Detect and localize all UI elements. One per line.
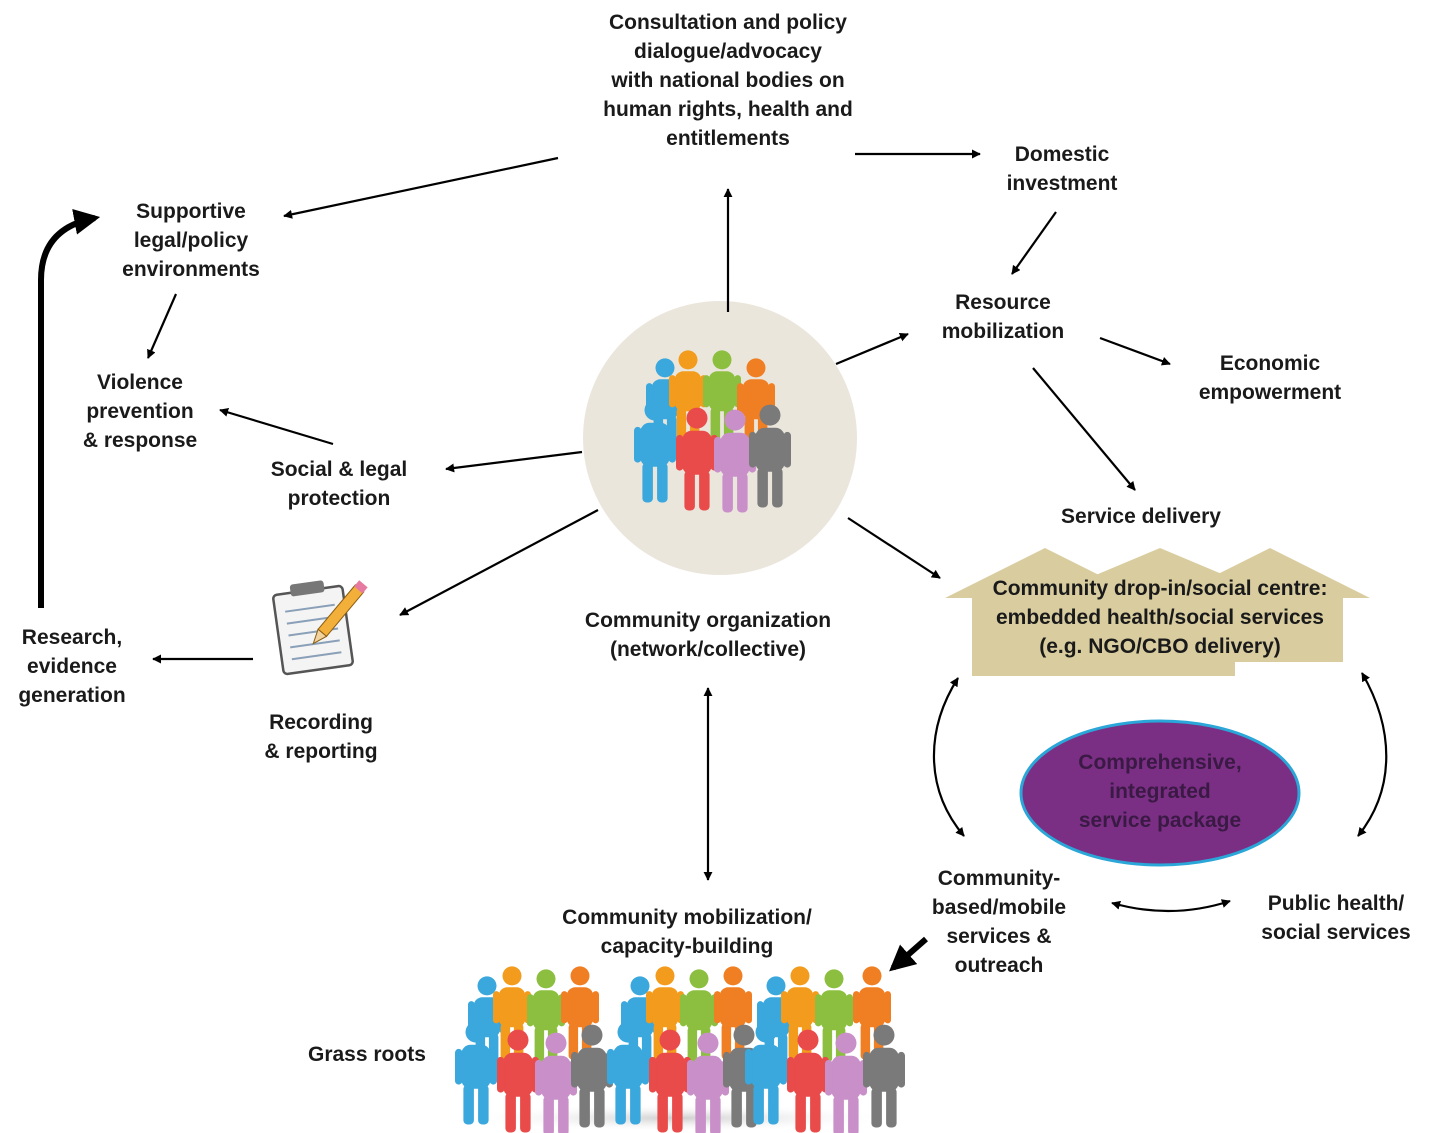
arrow-consultation-to-supportive [283, 156, 559, 219]
community-organization-label: Community organization (network/collecti… [584, 609, 832, 661]
service-package-label: Comprehensive, integrated service packag… [1078, 751, 1242, 832]
crowd-icon [453, 966, 905, 1133]
arrow-community-services-to-grassroots [889, 936, 928, 972]
arrow-social-to-violence [219, 408, 334, 446]
community-based-services-label: Community- based/mobile services & outre… [931, 867, 1067, 977]
arrow-org-to-resource [835, 332, 909, 366]
service-package-ellipse [1019, 719, 1301, 867]
domestic-investment-label: Domestic investment [1006, 143, 1118, 195]
public-health-label: Public health/ social services [1261, 892, 1411, 944]
research-label: Research, evidence generation [18, 626, 126, 707]
supportive-environments-label: Supportive legal/policy environments [122, 200, 260, 281]
arrow-supportive-to-violence [146, 293, 178, 359]
service-delivery-label: Service delivery [1061, 505, 1221, 528]
grass-roots-label: Grass roots [308, 1043, 426, 1066]
arrow-org-to-social [445, 450, 583, 473]
arrow-dropin-public-health [1357, 672, 1388, 837]
arrow-org-to-dropin [847, 517, 941, 579]
arrow-dropin-community-services [932, 677, 965, 837]
community-mobilization-label: Community mobilization/ capacity-buildin… [562, 906, 812, 958]
resource-mobilization-label: Resource mobilization [941, 291, 1065, 343]
economic-empowerment-label: Economic empowerment [1198, 352, 1342, 404]
drop-in-centre-label: Community drop-in/social centre: embedde… [992, 577, 1328, 658]
arrow-community-public-bidirectional [1111, 899, 1231, 913]
notepad-pencil-icon [272, 580, 368, 676]
violence-prevention-label: Violence prevention & response [82, 371, 198, 452]
arrow-org-to-recording [399, 509, 599, 616]
arrow-resource-to-economic [1099, 336, 1171, 366]
arrow-research-to-supportive [38, 209, 101, 608]
arrow-domestic-to-resource [1011, 211, 1057, 275]
recording-reporting-label: Recording & reporting [264, 711, 378, 763]
drop-in-centre-houses [945, 548, 1370, 676]
consultation-label: Consultation and policy dialogue/advocac… [603, 11, 853, 150]
arrow-resource-to-service [1032, 367, 1136, 491]
social-legal-protection-label: Social & legal protection [270, 458, 408, 510]
